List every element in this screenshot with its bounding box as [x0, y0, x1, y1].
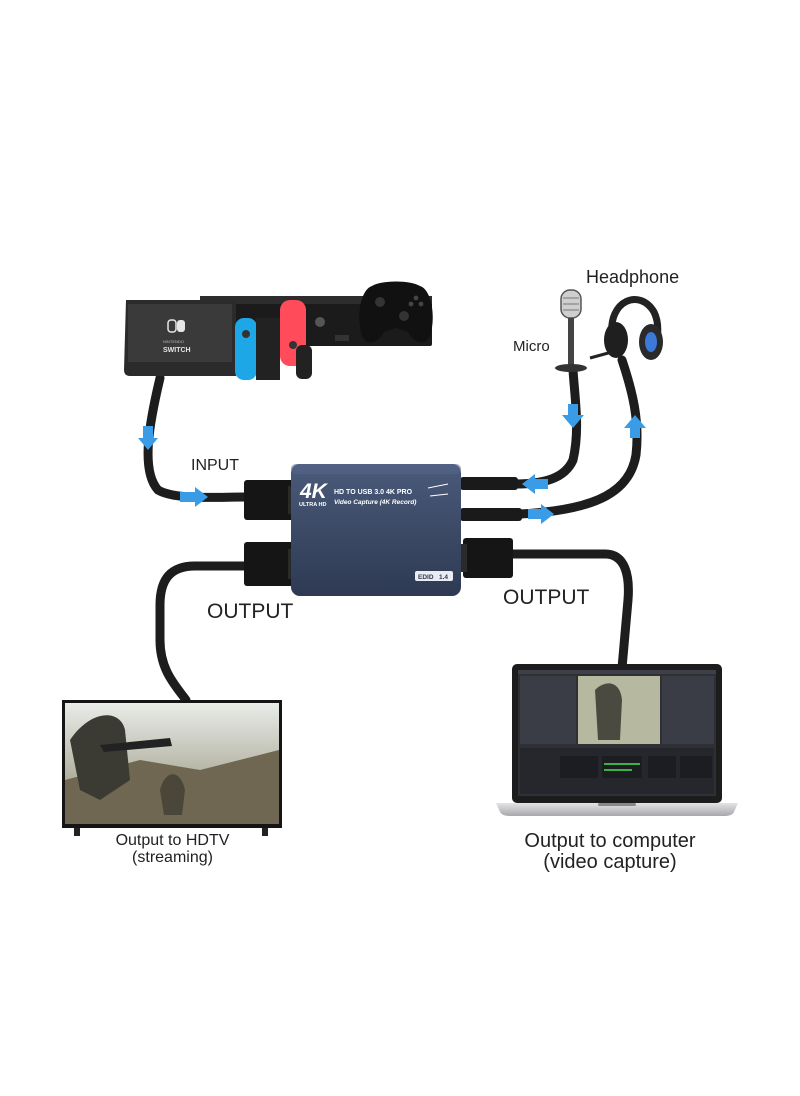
- laptop-base: [496, 803, 738, 816]
- nintendo-switch-console: NINTENDO SWITCH: [124, 300, 312, 380]
- arrow-mic-left: [522, 474, 548, 494]
- device-logo-sub: ULTRA HD: [299, 502, 327, 508]
- microphone-icon: [555, 289, 587, 372]
- switch-dock-text1: NINTENDO: [163, 339, 184, 344]
- arrow-switch-down: [138, 426, 158, 450]
- hdtv-caption-line1: Output to HDTV: [115, 832, 230, 849]
- input-label: INPUT: [191, 457, 239, 474]
- arrow-input-right: [180, 487, 208, 507]
- mic-jack: [460, 477, 518, 490]
- edid-badge: [415, 571, 453, 581]
- hdmi-output-left-connector: [244, 542, 294, 586]
- hdmi-output-right-connector: [463, 538, 513, 578]
- tv-output-cable: [155, 561, 250, 705]
- computer-caption-line2: (video capture): [543, 851, 677, 873]
- pc-output-cable: [507, 549, 633, 673]
- cables: [143, 355, 642, 705]
- device-logo: 4K: [299, 480, 329, 503]
- arrow-headphone-right: [528, 504, 554, 524]
- computer-caption: Output to computer (video capture): [480, 831, 740, 873]
- output-right-label: OUTPUT: [503, 586, 590, 609]
- device-model-line1: HD TO USB 3.0 4K PRO: [334, 489, 413, 496]
- computer-caption-line1: Output to computer: [524, 830, 696, 852]
- edid-label: EDID: [418, 574, 434, 581]
- flow-arrows: [138, 404, 646, 524]
- laptop: [496, 664, 738, 816]
- hdmi-input-connector: [244, 480, 294, 520]
- hdtv-caption-line2: (streaming): [132, 848, 213, 866]
- arrow-mic-down: [562, 404, 584, 428]
- switch-logo-icon: [167, 319, 185, 333]
- device-body: [291, 464, 461, 596]
- headphone-cable: [515, 355, 642, 519]
- xbox-controller-icon: [359, 281, 433, 343]
- headphone-label: Headphone: [586, 267, 680, 287]
- device-model-line2: Video Capture (4K Record): [334, 499, 416, 506]
- switch-dock-text2: SWITCH: [163, 347, 191, 354]
- hdtv: [62, 700, 282, 836]
- hdtv-caption: Output to HDTV (streaming): [60, 832, 285, 867]
- micro-label: Micro: [513, 338, 550, 355]
- capture-device: 4K ULTRA HD HD TO USB 3.0 4K PRO Video C…: [244, 464, 522, 596]
- arrow-headphone-up: [624, 415, 646, 438]
- output-left-label: OUTPUT: [207, 600, 294, 623]
- switch-input-cable: [143, 373, 250, 502]
- edid-value: 1.4: [439, 574, 448, 581]
- headphone-icon: [589, 296, 663, 360]
- mic-cable: [510, 365, 582, 489]
- headphone-jack: [460, 508, 522, 521]
